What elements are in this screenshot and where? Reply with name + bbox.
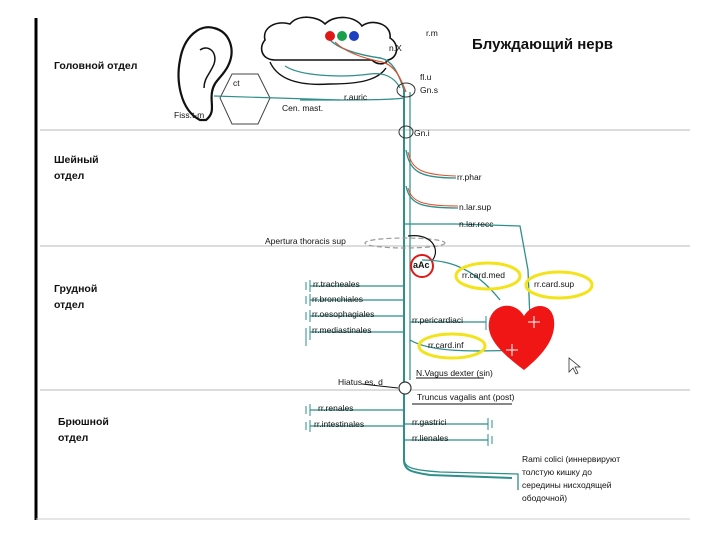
tympanic-hexagon [220, 74, 270, 124]
nucleus-blue-dot [349, 31, 359, 41]
label-ct: ct [233, 78, 240, 88]
mouse-cursor-icon [569, 358, 580, 374]
nucleus-green-dot [337, 31, 347, 41]
label-tracheales: rr.tracheales [313, 279, 360, 289]
label-gni: Gn.i [414, 128, 430, 138]
label-lienales: rr.lienales [412, 433, 448, 443]
label-apertura: Apertura thoracis sup [265, 236, 346, 246]
label-mediastinales: rr.mediastinales [312, 325, 372, 335]
label-gns: Gn.s [420, 85, 438, 95]
label-card-sup: rr.card.sup [534, 279, 574, 289]
label-rphar: rr.phar [457, 172, 482, 182]
label-rm: r.m [426, 28, 438, 38]
label-vagus-dexter: N.Vagus dexter (sin) [416, 368, 493, 378]
chest-left-endings [306, 280, 310, 346]
label-flu: fl.u [420, 72, 431, 82]
label-nlarrecc: n.lar.recc [459, 219, 494, 229]
coliti-branch [404, 440, 518, 490]
label-coliti-line2: толстую кишку до [522, 467, 592, 477]
brain-fiber-teal-2 [285, 66, 400, 88]
section-head: Головной отдел [54, 58, 137, 74]
section-chest-line1: Грудной [54, 281, 97, 297]
label-rauric: r.auric [344, 92, 367, 102]
nucleus-red-dot [325, 31, 335, 41]
label-coliti-line4: ободочной) [522, 493, 567, 503]
label-truncus: Truncus vagalis ant (post) [417, 392, 514, 402]
ear-inner [200, 48, 215, 88]
label-nX: n.X [389, 43, 402, 53]
label-card-inf: rr.card.inf [428, 340, 463, 350]
section-neck-line1: Шейный [54, 152, 99, 168]
label-nlarsup: n.lar.sup [459, 202, 491, 212]
pharyngeal-branch-red [408, 152, 456, 176]
page-title: Блуждающий нерв [472, 36, 613, 53]
ganglion-inferior [399, 126, 413, 138]
section-chest-line2: отдел [54, 297, 84, 313]
section-abdomen-line2: отдел [58, 430, 88, 446]
ganglion-superior [397, 83, 415, 97]
label-card-med: rr.card.med [462, 270, 505, 280]
laryngeal-sup-branch-red [408, 188, 458, 206]
label-coliti-line1: Rami colici (иннервируют [522, 454, 620, 464]
label-gastrici: rr.gastrici [412, 417, 446, 427]
label-pericardiaci: rr.pericardiaci [412, 315, 463, 325]
heart-shape [489, 306, 554, 370]
label-coliti-line3: середины нисходящей [522, 480, 611, 490]
brainstem-outline [270, 62, 386, 84]
section-abdomen-line1: Брюшной [58, 414, 109, 430]
label-oesophagiales: rr.oesophagiales [312, 309, 374, 319]
label-renales: rr.renales [318, 403, 353, 413]
section-neck-line2: отдел [54, 168, 84, 184]
label-sac: aAc [413, 260, 430, 270]
label-fiss: Fiss.t-m [174, 110, 204, 120]
label-bronchiales: rr.bronchiales [312, 294, 363, 304]
hiatus-circle [399, 382, 411, 394]
label-intestinales: rr.intestinales [314, 419, 364, 429]
label-hiatus: Hiatus es. d [338, 377, 383, 387]
label-cen-mast: Cen. mast. [282, 103, 323, 113]
